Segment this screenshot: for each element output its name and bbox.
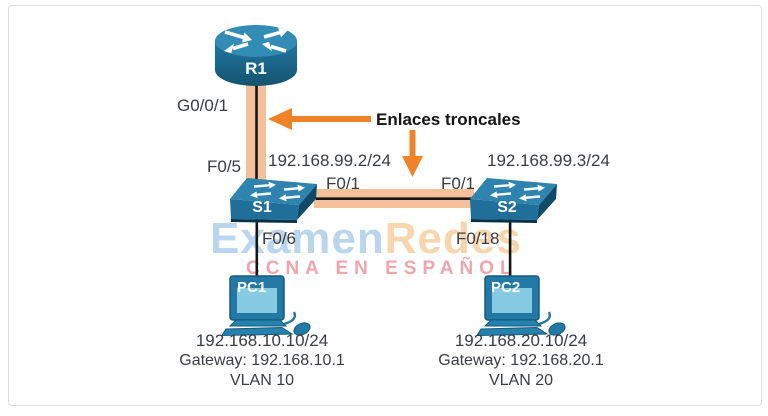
pc2-icon <box>477 275 566 336</box>
router-icon <box>215 25 297 86</box>
trunk-arrow-left-icon <box>268 108 371 130</box>
trunk-arrow-down-icon <box>402 130 423 177</box>
switch2-ip-label: 192.168.99.3/24 <box>487 151 610 170</box>
switch2-name-label: S2 <box>497 199 517 216</box>
switch1-access-port-label: F0/6 <box>262 229 297 248</box>
switch2-icon <box>470 178 557 223</box>
pc2-info-block: 192.168.20.10/24 Gateway: 192.168.20.1 V… <box>429 331 613 390</box>
pc2-vlan-label: VLAN 20 <box>488 372 554 389</box>
pc2-gateway-label: Gateway: 192.168.20.1 <box>438 352 604 369</box>
router-interface-label: G0/0/1 <box>177 96 229 115</box>
switch1-trunk-port-label: F0/1 <box>326 174 361 193</box>
switch2-trunk-port-label: F0/1 <box>441 174 476 193</box>
pc1-info-block: 192.168.10.10/24 Gateway: 192.168.10.1 V… <box>170 331 354 390</box>
switch1-uplink-port-label: F0/5 <box>207 157 242 176</box>
pc2-name-label: PC2 <box>491 279 521 296</box>
access-link-s2-pc2 <box>508 214 512 280</box>
trunk-link-s1-s2 <box>314 189 474 208</box>
trunk-link-r1-s1 <box>246 84 266 186</box>
pc1-name-label: PC1 <box>237 279 267 296</box>
access-link-s1-pc1 <box>255 216 259 280</box>
switch1-name-label: S1 <box>252 199 272 216</box>
switch1-ip-label: 192.168.99.2/24 <box>268 151 391 170</box>
watermark-tagline: CCNA EN ESPAÑOL <box>246 258 518 279</box>
pc2-ip-label: 192.168.20.10/24 <box>454 331 588 350</box>
pc1-vlan-label: VLAN 10 <box>229 372 295 389</box>
pc1-ip-label: 192.168.10.10/24 <box>195 331 329 350</box>
router-name-label: R1 <box>245 59 267 78</box>
pc1-icon <box>222 275 311 336</box>
switch2-access-port-label: F0/18 <box>456 229 500 248</box>
trunk-annotation-label: Enlaces troncales <box>376 110 521 129</box>
image-border-frame <box>8 5 762 406</box>
pc1-gateway-label: Gateway: 192.168.10.1 <box>179 352 345 369</box>
switch1-icon <box>230 178 317 223</box>
